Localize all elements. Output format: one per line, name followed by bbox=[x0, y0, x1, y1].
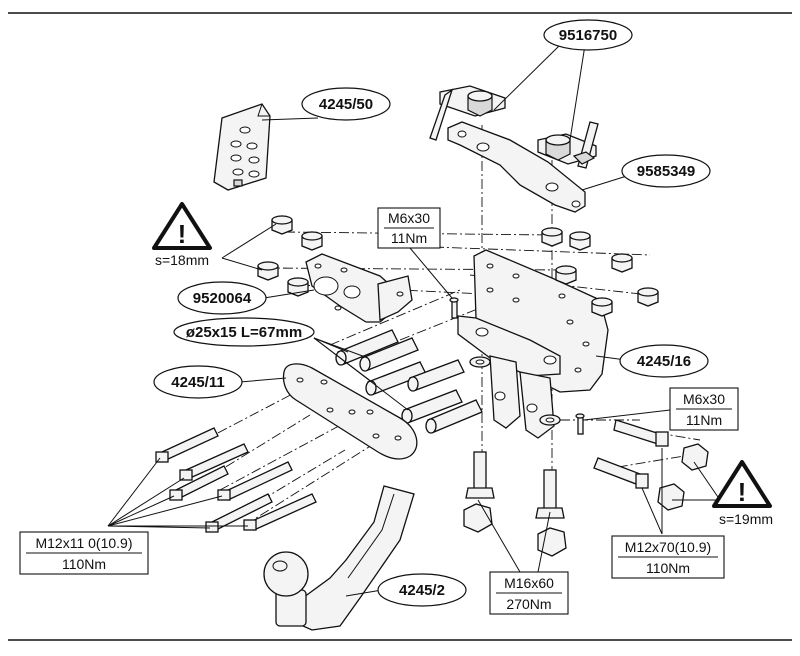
plate-9585349 bbox=[447, 121, 586, 213]
label-tube-dimension: ø25x15 L=67mm bbox=[173, 317, 315, 347]
label-4245-16: 4245/16 bbox=[619, 344, 709, 378]
spec-m16-line1: M16x60 bbox=[504, 575, 554, 591]
clamp-9516750 bbox=[429, 85, 599, 169]
warning-right-symbol: ! bbox=[738, 477, 747, 507]
warning-triangle-icon bbox=[712, 460, 772, 508]
label-9585349: 9585349 bbox=[621, 154, 711, 188]
spec-m6-left-line1: M6x30 bbox=[388, 210, 430, 226]
m16-bolts bbox=[463, 451, 567, 557]
label-4245-50-text: 4245/50 bbox=[319, 96, 373, 113]
spec-m16-line2: 270Nm bbox=[506, 596, 551, 612]
nuts-right bbox=[469, 227, 659, 426]
spec-box-m12-left: M12x11 0(10.9) 110Nm bbox=[19, 531, 149, 575]
tow-ball-4245-2 bbox=[263, 485, 415, 631]
label-4245-11-text: 4245/11 bbox=[171, 374, 224, 391]
socket-plate-9520064 bbox=[305, 253, 413, 323]
label-4245-50: 4245/50 bbox=[301, 87, 391, 121]
spec-box-m12-right: M12x70(10.9) 110Nm bbox=[611, 535, 725, 579]
warning-right-text: s=19mm bbox=[719, 511, 773, 527]
leader-lines bbox=[107, 44, 721, 597]
warning-left-symbol: ! bbox=[178, 219, 187, 249]
spec-m6-right-line1: M6x30 bbox=[683, 391, 725, 407]
spec-box-m6-left: M6x30 11Nm bbox=[377, 207, 441, 249]
spec-m6-left-line2: 11Nm bbox=[391, 230, 427, 246]
warning-left-text: s=18mm bbox=[155, 252, 209, 268]
warning-left: ! s=18mm bbox=[152, 202, 212, 268]
warning-triangle-icon bbox=[152, 202, 212, 250]
spec-m12-right-line2: 110Nm bbox=[646, 560, 690, 576]
main-bracket-4245-16 bbox=[457, 249, 609, 439]
fastener-bag-4245-50 bbox=[213, 103, 271, 191]
plate-4245-11 bbox=[282, 363, 418, 460]
label-9520064: 9520064 bbox=[177, 281, 267, 315]
spec-m6-right-line2: 11Nm bbox=[686, 412, 722, 428]
label-9516750: 9516750 bbox=[543, 19, 633, 51]
label-9516750-text: 9516750 bbox=[559, 27, 617, 44]
m6-screws bbox=[449, 297, 585, 435]
spec-box-m16: M16x60 270Nm bbox=[489, 571, 569, 615]
label-4245-16-text: 4245/16 bbox=[637, 353, 691, 370]
label-9585349-text: 9585349 bbox=[637, 163, 695, 180]
label-tube-dimension-text: ø25x15 L=67mm bbox=[186, 324, 302, 341]
m12-bolts-right bbox=[593, 419, 709, 511]
spec-m12-right-line1: M12x70(10.9) bbox=[625, 539, 711, 555]
label-4245-2: 4245/2 bbox=[377, 573, 467, 607]
spec-m12-left-line1: M12x11 0(10.9) bbox=[35, 535, 132, 551]
label-4245-11: 4245/11 bbox=[153, 365, 243, 399]
warning-right: ! s=19mm bbox=[712, 460, 773, 527]
spacer-tubes bbox=[335, 329, 483, 434]
m12-bolts-left bbox=[155, 427, 317, 533]
label-9520064-text: 9520064 bbox=[193, 290, 252, 307]
spec-m12-left-line2: 110Nm bbox=[62, 556, 106, 572]
label-4245-2-text: 4245/2 bbox=[399, 582, 445, 599]
spec-box-m6-right: M6x30 11Nm bbox=[669, 387, 739, 431]
